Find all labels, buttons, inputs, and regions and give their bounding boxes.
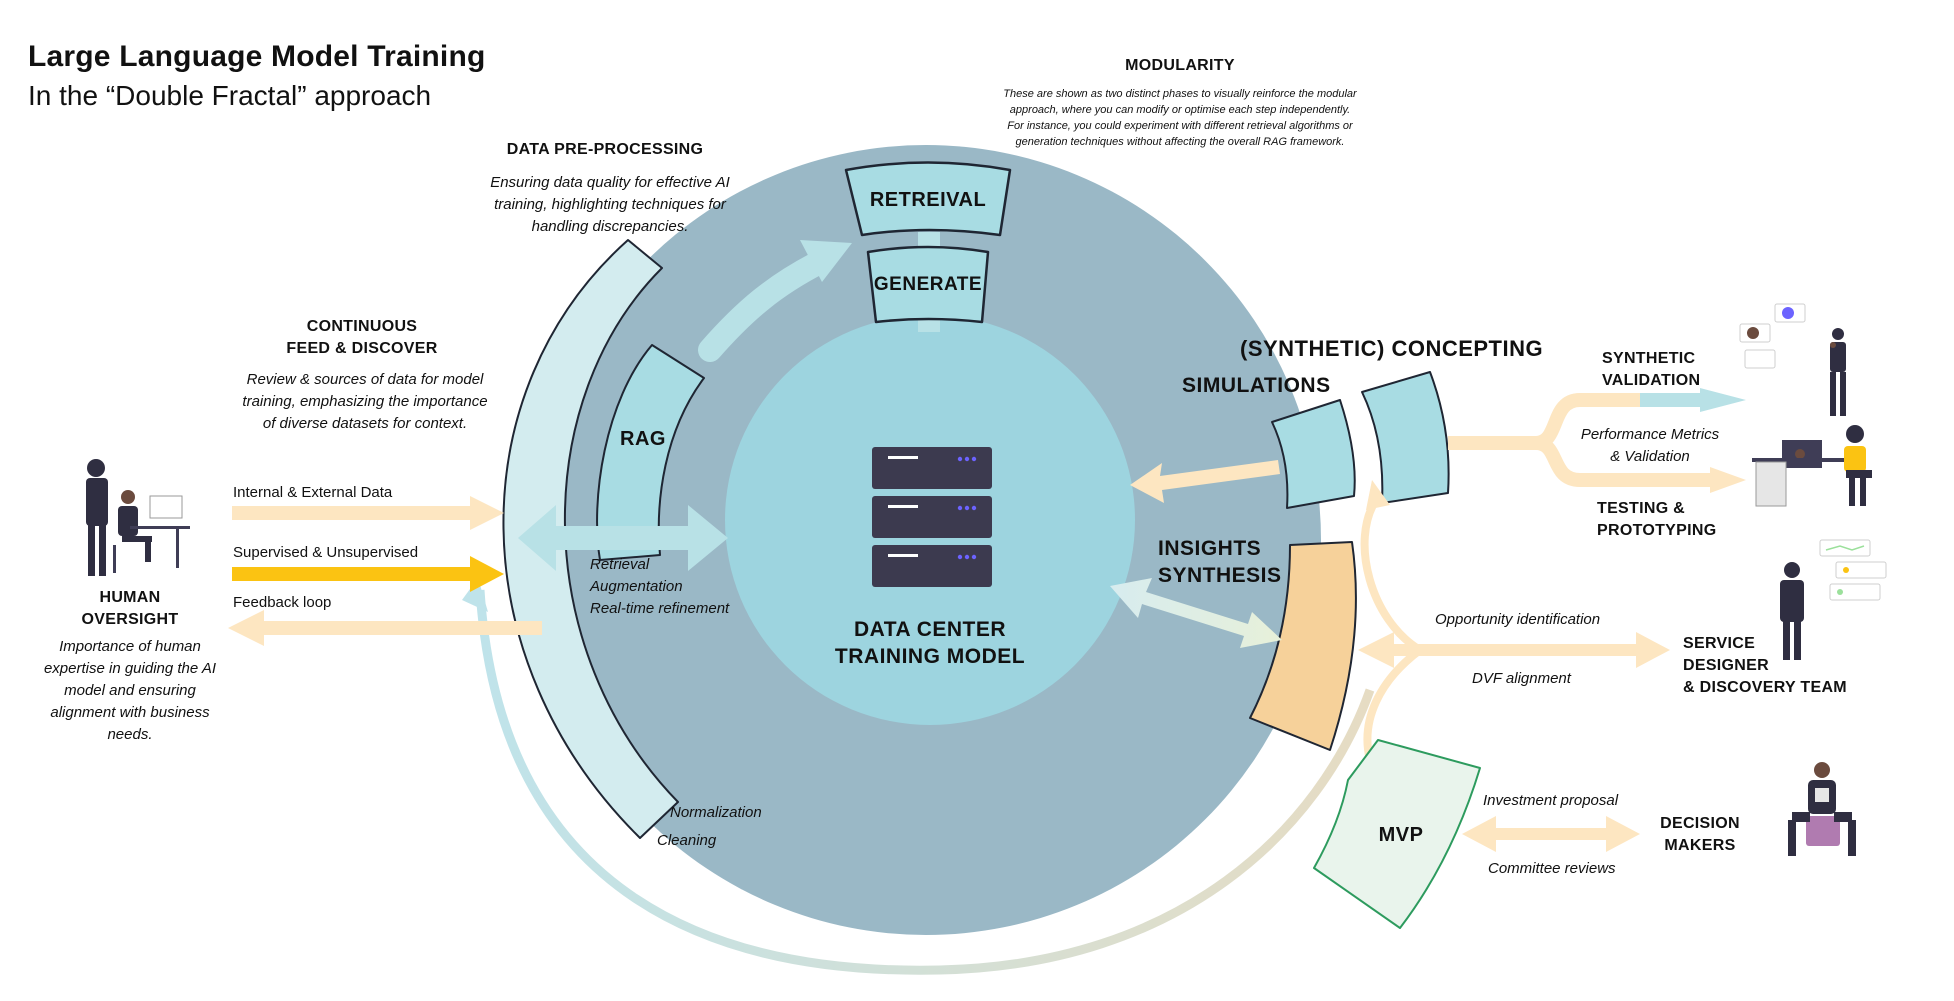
preprocessing-heading: DATA PRE-PROCESSING — [506, 141, 704, 158]
modularity-line: For instance, you could experiment with … — [1007, 120, 1353, 132]
synthetic-validation-heading: SYNTHETIC VALIDATION — [1602, 348, 1700, 392]
preprocessing-line: training, highlighting techniques for — [494, 196, 726, 213]
concept-loop-arrowhead — [1366, 480, 1390, 510]
rag-step: Real-time refinement — [590, 600, 730, 617]
synthetic-validation-line: VALIDATION — [1602, 372, 1701, 389]
committee-label: Committee reviews — [1488, 860, 1616, 877]
data-center-line: TRAINING MODEL — [834, 645, 1026, 668]
decision-makers-heading: DECISION MAKERS — [1650, 813, 1750, 857]
page-subtitle: In the “Double Fractal” approach — [28, 80, 432, 111]
rag-to-retrieval-arrow — [698, 250, 832, 362]
outer-loop-arc — [475, 589, 1375, 975]
human-oversight-heading: HUMAN OVERSIGHT — [60, 587, 200, 631]
insights-line: INSIGHTS — [1158, 537, 1262, 560]
insights-double-arrow — [1110, 578, 1282, 648]
cleaning-label: Cleaning — [657, 832, 717, 849]
testing-line: PROTOTYPING — [1597, 522, 1717, 539]
input-internal-external: Internal & External Data — [233, 484, 393, 501]
continuous-line: of diverse datasets for context. — [262, 415, 468, 432]
continuous-text: Review & sources of data for model train… — [220, 369, 510, 435]
service-double-arrow — [1358, 632, 1670, 668]
input-feedback-loop: Feedback loop — [233, 594, 332, 611]
outer-loop-arrowhead — [462, 578, 488, 612]
mvp-loop-arrow — [1363, 646, 1423, 761]
input-arrows — [228, 496, 542, 646]
continuous-line: training, emphasizing the importance — [242, 393, 488, 410]
service-heading: SERVICE DESIGNER & DISCOVERY TEAM — [1683, 633, 1847, 699]
preprocessing-band — [502, 239, 679, 839]
mvp-box — [1313, 739, 1481, 929]
mvp-label: MVP — [1378, 824, 1424, 846]
decision-double-arrow — [1462, 816, 1640, 852]
decision-makers-line: DECISION — [1660, 815, 1740, 832]
investment-label: Investment proposal — [1483, 792, 1619, 809]
insights-label: INSIGHTS SYNTHESIS — [1158, 535, 1282, 589]
modularity-heading: MODULARITY — [1125, 57, 1235, 74]
dvf-label: DVF alignment — [1472, 670, 1571, 687]
simulations-to-center-arrow — [1130, 460, 1280, 503]
generate-label: GENERATE — [873, 274, 983, 295]
modularity-text: These are shown as two distinct phases t… — [960, 86, 1400, 150]
human-oversight-heading-line: HUMAN — [99, 589, 161, 606]
human-oversight-line: model and ensuring — [64, 682, 196, 699]
concepting-heading: (SYNTHETIC) CONCEPTING — [1240, 336, 1544, 361]
modularity-line: These are shown as two distinct phases t… — [1003, 88, 1357, 100]
human-oversight-heading-line: OVERSIGHT — [81, 611, 179, 628]
validation-arrows — [1448, 388, 1746, 493]
generate-box — [866, 245, 990, 324]
testing-heading: TESTING & PROTOTYPING — [1597, 498, 1716, 542]
rag-steps: Retrieval Augmentation Real-time refinem… — [590, 554, 729, 620]
data-center-label: DATA CENTER TRAINING MODEL — [810, 616, 1050, 670]
opportunity-label: Opportunity identification — [1435, 611, 1601, 628]
human-oversight-line: alignment with business — [50, 704, 210, 721]
page-title: Large Language Model Training — [28, 40, 486, 73]
human-oversight-line: needs. — [107, 726, 153, 743]
continuous-line: Review & sources of data for model — [246, 371, 484, 388]
simulations-box-right — [1361, 371, 1450, 504]
chat-people-illustration — [1739, 303, 1846, 416]
server-icon — [872, 447, 992, 587]
rag-label: RAG — [620, 428, 666, 450]
preprocessing-line: handling discrepancies. — [531, 218, 689, 235]
human-oversight-line: expertise in guiding the AI — [43, 660, 217, 677]
continuous-heading: CONTINUOUS FEED & DISCOVER — [262, 316, 462, 360]
simulations-label: SIMULATIONS — [1182, 374, 1331, 397]
rag-step: Augmentation — [590, 578, 683, 595]
insights-box — [1249, 541, 1357, 751]
preprocessing-line: Ensuring data quality for effective AI — [490, 174, 730, 191]
human-oversight-text: Importance of human expertise in guiding… — [30, 636, 230, 746]
input-supervised: Supervised & Unsupervised — [233, 544, 419, 561]
concept-loop-arrow — [1360, 497, 1423, 654]
seated-person-illustration — [1788, 762, 1856, 856]
continuous-heading-line: CONTINUOUS — [306, 318, 418, 335]
people-at-desk-illustration — [86, 459, 190, 576]
metrics-label: Performance Metrics & Validation — [1565, 424, 1735, 468]
metrics-line: Performance Metrics — [1580, 426, 1720, 443]
service-heading-line: & DISCOVERY TEAM — [1683, 679, 1847, 696]
continuous-heading-line: FEED & DISCOVER — [286, 340, 438, 357]
service-heading-line: DESIGNER — [1683, 657, 1769, 674]
rag-box — [596, 344, 705, 561]
rag-center-double-arrow — [518, 505, 728, 571]
simulations-box-left — [1271, 399, 1356, 509]
preprocessing-text: Ensuring data quality for effective AI t… — [460, 172, 760, 238]
modularity-line: approach, where you can modify or optimi… — [1009, 104, 1351, 116]
insights-line: SYNTHESIS — [1158, 564, 1282, 587]
person-with-charts-illustration — [1780, 539, 1887, 660]
normalization-label: Normalization — [670, 804, 762, 821]
retrieval-box — [844, 161, 1012, 237]
synthetic-validation-line: SYNTHETIC — [1602, 350, 1696, 367]
rag-step: Retrieval — [590, 556, 650, 573]
decision-makers-line: MAKERS — [1664, 837, 1736, 854]
retrieval-label: RETREIVAL — [869, 189, 987, 211]
person-at-desk-illustration — [1752, 425, 1872, 507]
testing-line: TESTING & — [1597, 500, 1686, 517]
modularity-line: generation techniques without affecting … — [1015, 136, 1345, 148]
rag-to-retrieval-arrowhead — [800, 240, 852, 282]
data-center-line: DATA CENTER — [853, 618, 1007, 641]
human-oversight-line: Importance of human — [59, 638, 201, 655]
service-heading-line: SERVICE — [1683, 635, 1756, 652]
metrics-line: & Validation — [1610, 448, 1690, 465]
